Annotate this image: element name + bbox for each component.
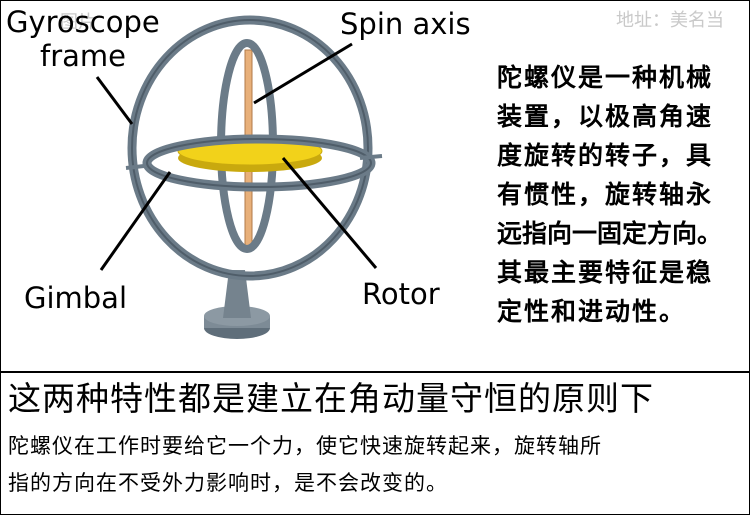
headline: 这两种特性都是建立在角动量守恒的原则下 <box>8 379 654 418</box>
pointer-rotor <box>281 157 378 269</box>
body-text-line: 指的方向在不受外力影响时，是不会改变的。 <box>8 471 448 495</box>
body-description: 陀螺仪在工作时要给它一个力，使它快速旋转起来，旋转轴所 指的方向在不受外力影响时… <box>8 428 744 502</box>
side-text-line: 陀螺仪是一种机械 <box>497 63 714 92</box>
side-text-line: 有惯性，旋转轴永 <box>497 180 714 209</box>
pointer-frame <box>95 76 134 125</box>
watermark-right: 地址：美名当 <box>616 10 724 31</box>
label-rotor: Rotor <box>362 277 440 311</box>
side-text-line: 装置，以极高角速 <box>497 102 714 131</box>
pointer-gimbal <box>99 171 172 271</box>
side-text-line: 远指向一固定方向。 <box>497 219 723 248</box>
watermark-left: 图片 <box>60 12 96 33</box>
label-spin-axis: Spin axis <box>340 7 471 41</box>
side-description: 陀螺仪是一种机械 装置，以极高角速 度旋转的转子，具 有惯性，旋转轴永 远指向一… <box>497 58 749 331</box>
section-divider <box>0 371 750 373</box>
side-text-line: 其最主要特征是稳 <box>497 258 714 287</box>
stand-post <box>223 270 251 318</box>
side-text-line: 度旋转的转子，具 <box>497 141 714 170</box>
label-gyroscope-frame-line2: frame <box>40 39 126 73</box>
body-text-line: 陀螺仪在工作时要给它一个力，使它快速旋转起来，旋转轴所 <box>8 434 602 458</box>
label-gyroscope-frame-line1: Gyroscope <box>6 5 160 39</box>
label-gimbal: Gimbal <box>24 281 128 315</box>
side-text-line: 定性和进动性。 <box>497 297 687 326</box>
pointer-spin-axis <box>253 42 353 105</box>
gyroscope-illustration <box>95 15 383 339</box>
